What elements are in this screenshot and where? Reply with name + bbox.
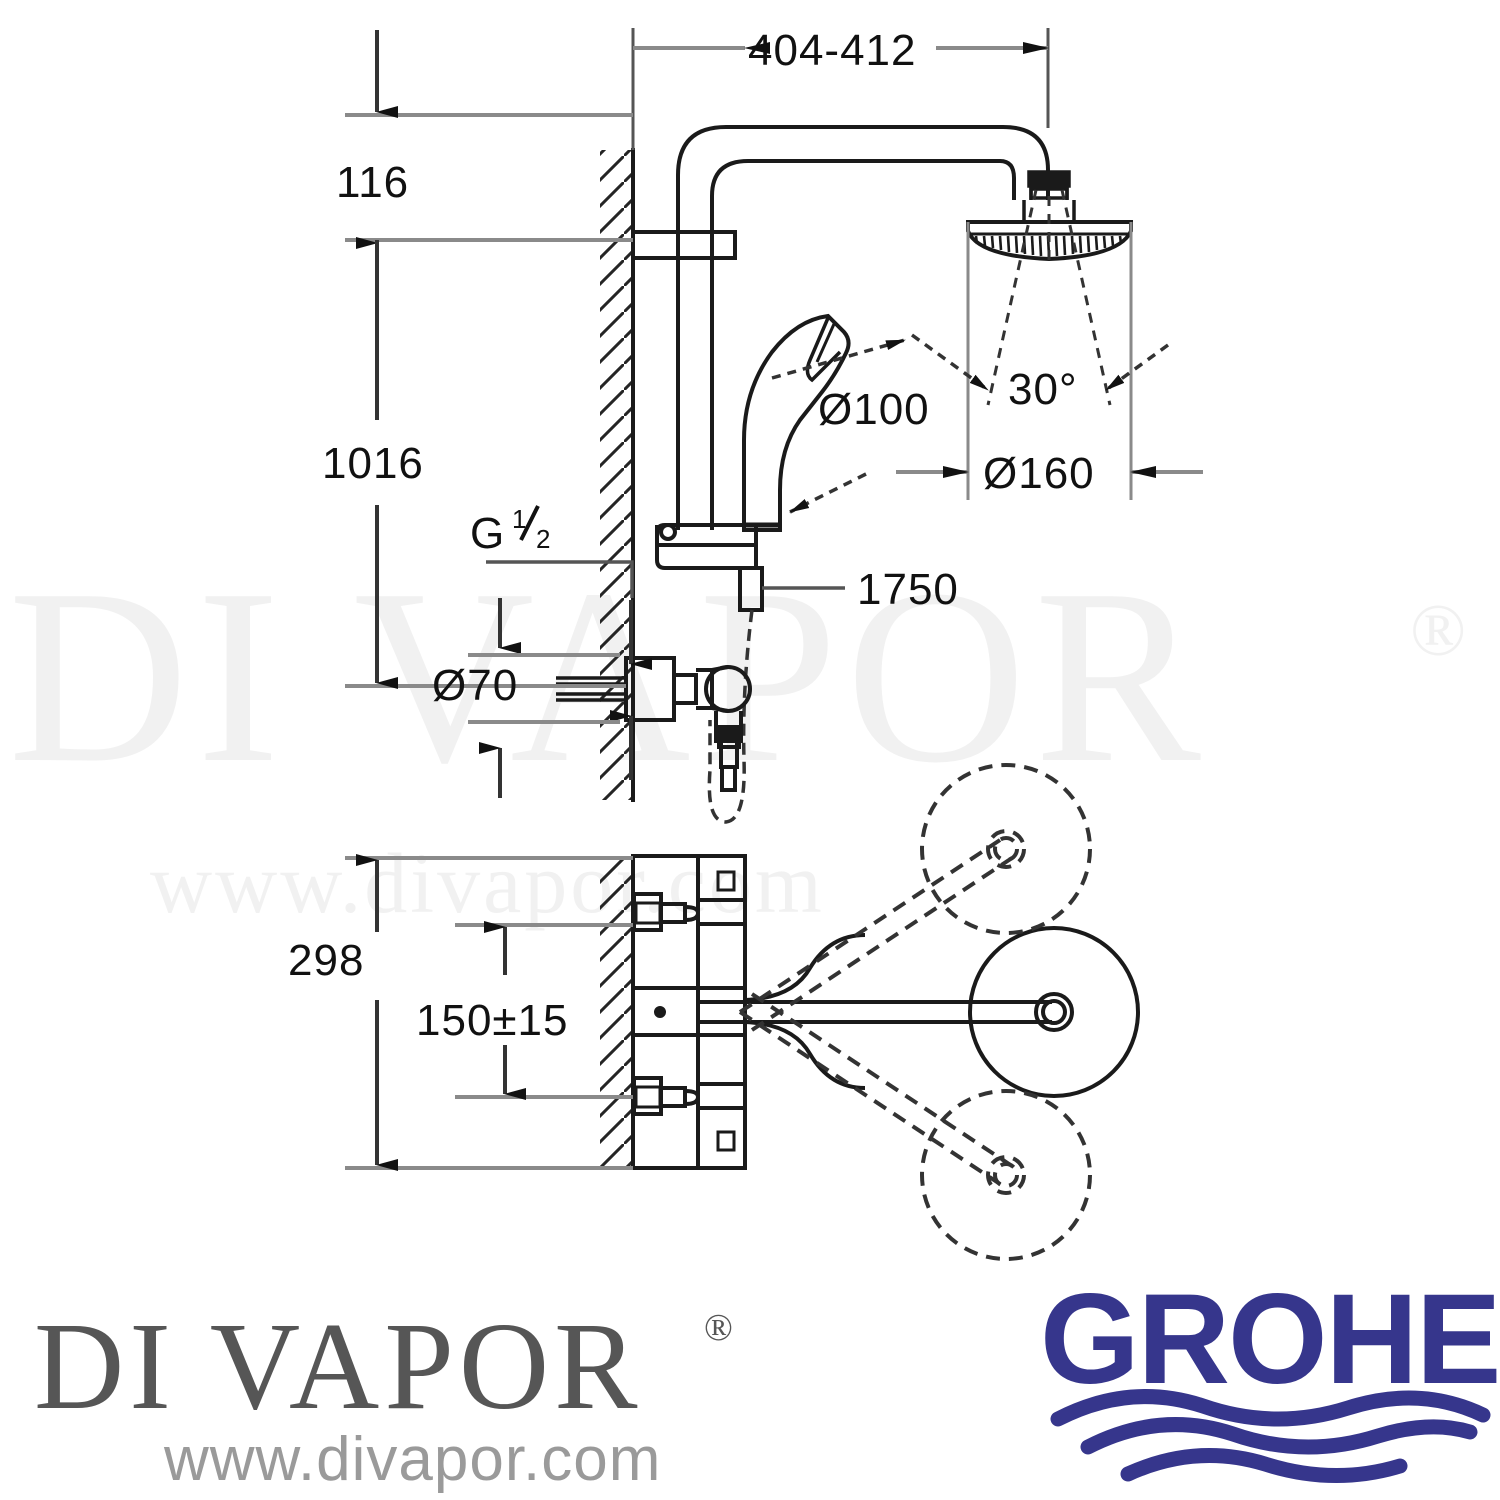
lever-handle xyxy=(700,926,1140,1098)
dimension-escutcheon-diameter: Ø70 xyxy=(432,661,518,710)
upper-elevation-view: 404-412 116 1016 G 1 xyxy=(322,26,1203,824)
head-shower-diameter-extension-lines xyxy=(966,222,1133,500)
brand-divapor-name: DI VAPOR xyxy=(34,1298,642,1436)
dimension-arm-to-top: 116 xyxy=(336,30,633,325)
grohe-wave-icon xyxy=(1050,1389,1491,1483)
dimension-label-projection: 404-412 xyxy=(748,26,916,75)
dimension-spray-angle: 30° xyxy=(910,333,1170,414)
spray-cone-lines xyxy=(986,189,1112,406)
shower-arm xyxy=(676,125,1050,330)
head-shower-connector xyxy=(1022,170,1076,222)
dimension-label-spray-angle: 30° xyxy=(1008,365,1078,414)
wall-with-hatching xyxy=(600,148,635,802)
watermark-url-text: www.divapor.com xyxy=(150,835,825,931)
riser-pipe xyxy=(633,230,737,530)
dimension-valve-body-height: 298 xyxy=(288,854,633,1171)
dimension-inlet-thread: G 1 2 xyxy=(468,504,652,798)
dimension-wall-outlet-to-arm: 1016 xyxy=(322,240,626,689)
brand-divapor-url: www.divapor.com xyxy=(163,1425,661,1494)
hand-shower-holder xyxy=(655,523,764,612)
brand-divapor: DI VAPOR ® www.divapor.com xyxy=(34,1298,733,1494)
dimension-label-diameter-160: Ø160 xyxy=(983,449,1095,498)
dimension-label-diameter-70: Ø70 xyxy=(432,661,518,710)
dimension-label-116: 116 xyxy=(336,158,409,207)
dimension-head-shower-diameter: Ø160 xyxy=(896,449,1203,498)
dimension-label-298: 298 xyxy=(288,936,364,985)
dimension-label-150-tolerance: 150±15 xyxy=(416,996,569,1045)
dimension-inlet-centres: 150±15 xyxy=(416,921,633,1100)
dimension-hand-shower-diameter: Ø100 xyxy=(771,338,930,514)
dimension-hose-length: 1750 xyxy=(762,565,959,614)
lever-handle-alternate-positions xyxy=(738,763,1092,1261)
dimension-label-thread-G: G xyxy=(470,509,505,558)
brand-grohe: GROHE xyxy=(1040,1268,1500,1483)
brand-grohe-name: GROHE xyxy=(1040,1268,1499,1411)
wall-with-hatching-lower xyxy=(600,856,635,1170)
thermostatic-valve-body xyxy=(631,854,747,1170)
dimension-label-diameter-100: Ø100 xyxy=(818,385,930,434)
lower-thermostat-view: 298 150±15 xyxy=(288,763,1140,1261)
dimension-head-shower-projection: 404-412 xyxy=(631,26,1050,150)
brand-divapor-registered: ® xyxy=(704,1307,733,1349)
dimension-label-thread-denominator: 2 xyxy=(536,524,550,554)
dimension-label-thread-numerator: 1 xyxy=(512,504,526,534)
dimension-label-1016: 1016 xyxy=(322,439,424,488)
hand-shower xyxy=(742,313,851,532)
dimension-label-hose-length: 1750 xyxy=(857,565,959,614)
watermark-registered-mark: ® xyxy=(1410,590,1466,672)
